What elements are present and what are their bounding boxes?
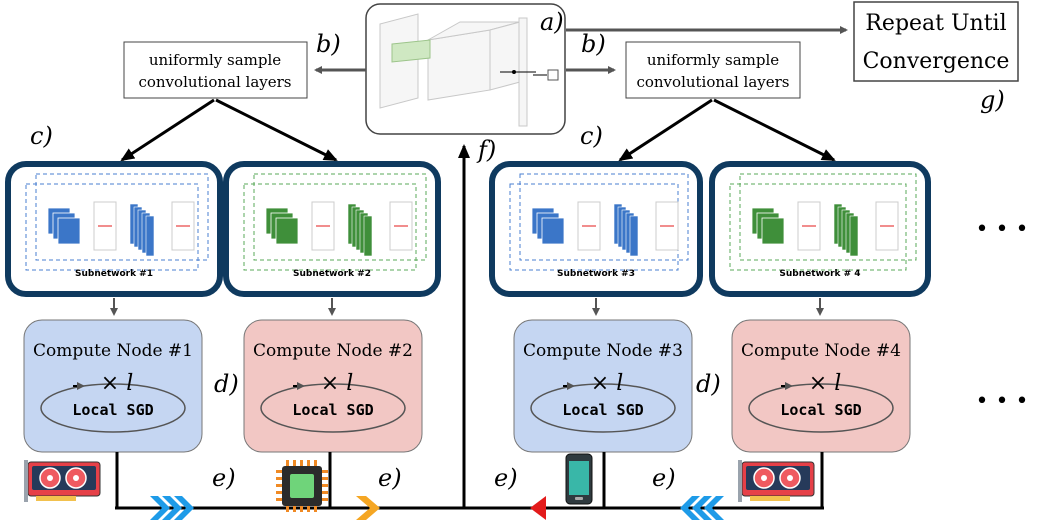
compute-node-title: Compute Node #1 [33, 341, 193, 361]
local-sgd-label: Local SGD [780, 401, 861, 419]
dashed-box-back [519, 173, 689, 261]
sample-left-line1: uniformly sample [149, 51, 281, 69]
sample-right-line1: uniformly sample [647, 51, 779, 69]
arrow-c-1 [120, 98, 215, 162]
phone-icon [565, 453, 593, 505]
subnetwork-label: Subnetwork #2 [293, 269, 371, 279]
compute-node-title: Compute Node #3 [523, 341, 683, 361]
dashed-box-front [243, 183, 417, 271]
subnetwork-4: Subnetwork # 4 [709, 161, 931, 297]
sample-right-line2: convolutional layers [636, 73, 789, 91]
layer-stacks [531, 201, 679, 257]
local-sgd-label: Local SGD [292, 401, 373, 419]
arrow-c-2 [215, 98, 338, 162]
global-model-icon [379, 13, 559, 127]
arrow-c-3 [618, 98, 713, 162]
red-chevron-left [530, 496, 546, 520]
label-c-right: c) [580, 122, 603, 150]
subnetwork-2: Subnetwork #2 [223, 161, 441, 297]
gpu-icon [738, 460, 815, 502]
label-f: f) [476, 136, 496, 164]
blue-chevrons-left [680, 496, 724, 520]
sample-box-left: uniformly sample convolutional layers [123, 41, 308, 99]
subnetwork-1: Subnetwork #1 [5, 161, 223, 297]
label-d-right: d) [696, 370, 721, 398]
subnetworks-group: Subnetwork #1 Subnetwork #2 Subnetwork #3 S… [5, 161, 931, 297]
dashed-box-back [35, 173, 209, 261]
compute-node-1: Compute Node #1 × l Local SGD [23, 298, 203, 453]
loop-times-label: × l [321, 371, 353, 396]
repeat-until-convergence-box: Repeat Until Convergence [853, 1, 1019, 82]
subnetwork-label: Subnetwork # 4 [779, 269, 860, 279]
chip-icon [276, 460, 328, 512]
label-e-4: e) [652, 464, 676, 492]
dashed-box-back [739, 173, 917, 261]
label-c-left: c) [30, 122, 53, 150]
loop-ellipse [530, 383, 676, 433]
layer-stacks [47, 201, 195, 257]
layer-stacks [751, 201, 899, 257]
compute-node-3: Compute Node #3 × l Local SGD [513, 298, 693, 453]
blue-chevrons-right [150, 496, 194, 520]
loop-ellipse [748, 383, 894, 433]
compute-node-2: Compute Node #2 × l Local SGD [243, 298, 423, 453]
global-model-box [365, 3, 566, 135]
ellipsis-bottom: • • • [976, 389, 1029, 414]
label-b-left: b) [316, 30, 341, 58]
arrow-c-4 [713, 98, 836, 162]
dashed-box-front [729, 183, 907, 271]
loop-ellipse [40, 383, 186, 433]
loop-ellipse [260, 383, 406, 433]
subnetwork-label: Subnetwork #1 [75, 269, 153, 279]
ellipsis-top: • • • [976, 217, 1029, 242]
subnetwork-3: Subnetwork #3 [489, 161, 703, 297]
sample-left-line2: convolutional layers [138, 73, 291, 91]
label-g: g) [980, 86, 1005, 114]
label-b-right: b) [581, 30, 606, 58]
compute-node-title: Compute Node #2 [253, 341, 413, 361]
label-a: a) [540, 8, 564, 36]
compute-node-4: Compute Node #4 × l Local SGD [731, 298, 911, 453]
loop-times-label: × l [809, 371, 841, 396]
loop-times-label: × l [101, 371, 133, 396]
label-d-left: d) [214, 370, 239, 398]
dashed-box-back [253, 173, 427, 261]
repeat-line2: Convergence [863, 49, 1010, 74]
loop-times-label: × l [591, 371, 623, 396]
label-e-3: e) [494, 464, 518, 492]
devices-group [24, 453, 815, 512]
sample-box-right: uniformly sample convolutional layers [625, 41, 801, 99]
orange-chevron-right [356, 496, 380, 520]
label-e-1: e) [212, 464, 236, 492]
subnetwork-label: Subnetwork #3 [557, 269, 635, 279]
local-sgd-label: Local SGD [72, 401, 153, 419]
layer-stacks [265, 201, 413, 257]
repeat-line1: Repeat Until [865, 11, 1006, 36]
compute-node-box [23, 319, 203, 453]
compute-node-title: Compute Node #4 [741, 341, 901, 361]
label-e-2: e) [378, 464, 402, 492]
gpu-icon [24, 460, 101, 502]
compute-node-box [243, 319, 423, 453]
local-sgd-label: Local SGD [562, 401, 643, 419]
dashed-box-front [25, 183, 199, 271]
